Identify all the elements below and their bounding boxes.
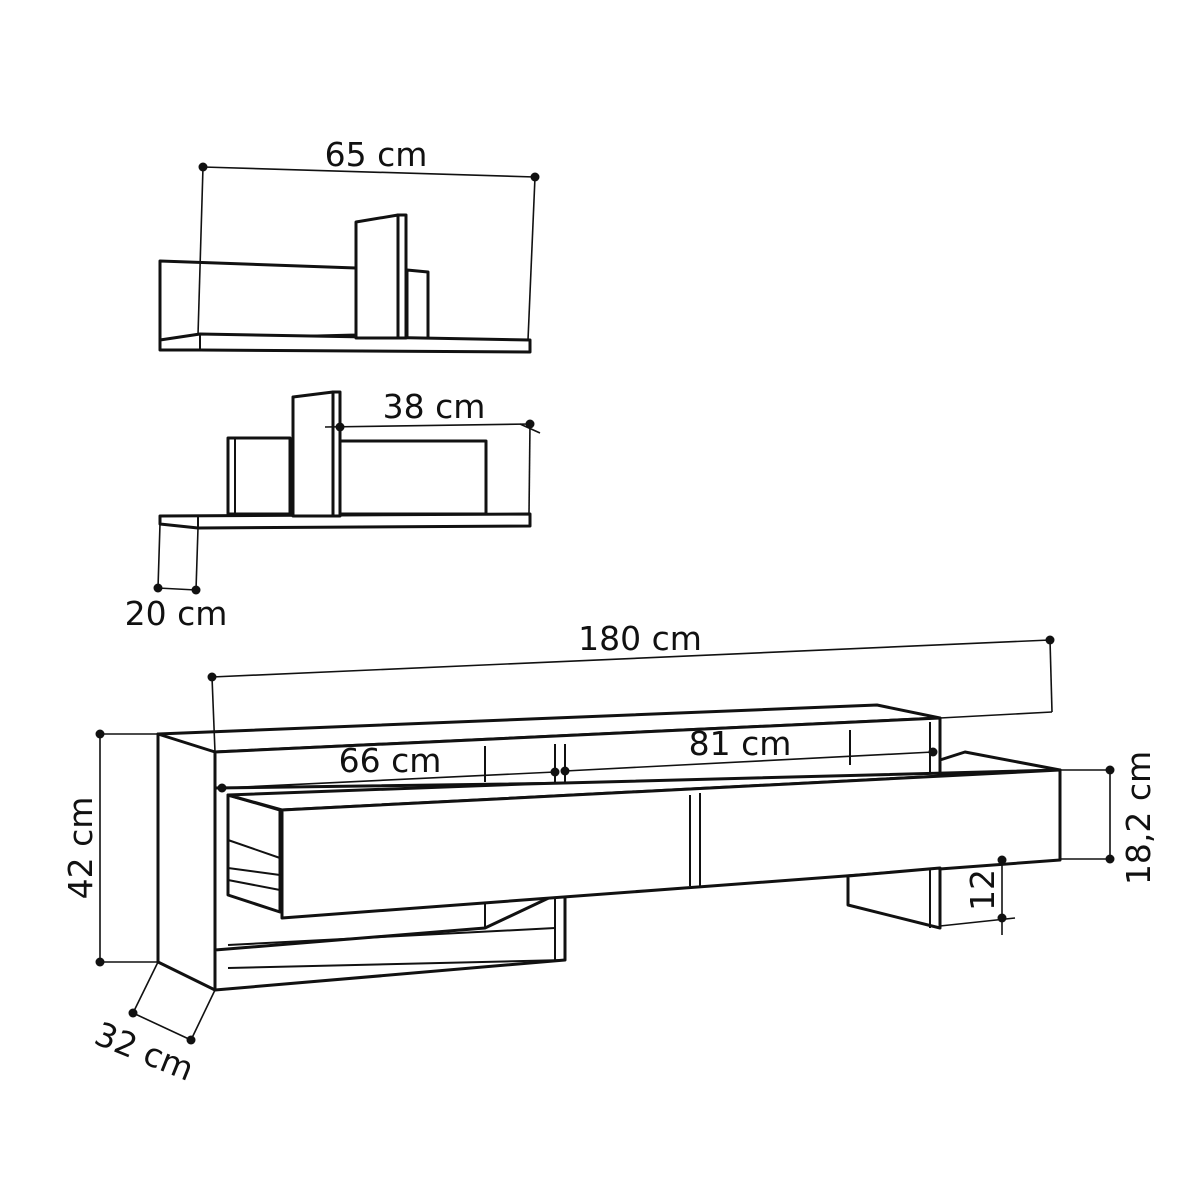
tv-unit [156,703,1062,992]
dim-top-shelf-width: 65 cm [197,135,540,341]
dim-drawer-height: 18,2 cm [1060,751,1158,885]
shelf-depth-label: 20 cm [125,594,228,633]
middle-wall-shelf [158,390,532,530]
top-wall-shelf [158,213,532,354]
middle-shelf-width-label: 38 cm [383,387,486,426]
left-section-width-label: 66 cm [339,741,442,780]
dim-left-section-width: 66 cm [217,741,560,793]
top-shelf-width-label: 65 cm [325,135,428,174]
unit-depth-label: 32 cm [89,1014,199,1089]
unit-total-width-label: 180 cm [578,619,702,658]
right-section-width-label: 81 cm [689,724,792,763]
dim-leg-height: 12 [939,855,1016,935]
dim-shelf-depth: 20 cm [125,523,228,633]
dim-unit-total-width: 180 cm [207,619,1055,753]
dim-right-section-width: 81 cm [560,724,938,776]
dim-middle-shelf-width: 38 cm [324,387,541,515]
unit-height-label: 42 cm [61,797,100,900]
drawer-height-label: 18,2 cm [1119,751,1158,885]
leg-height-label: 12 [963,869,1002,911]
dim-unit-height: 42 cm [61,729,158,967]
